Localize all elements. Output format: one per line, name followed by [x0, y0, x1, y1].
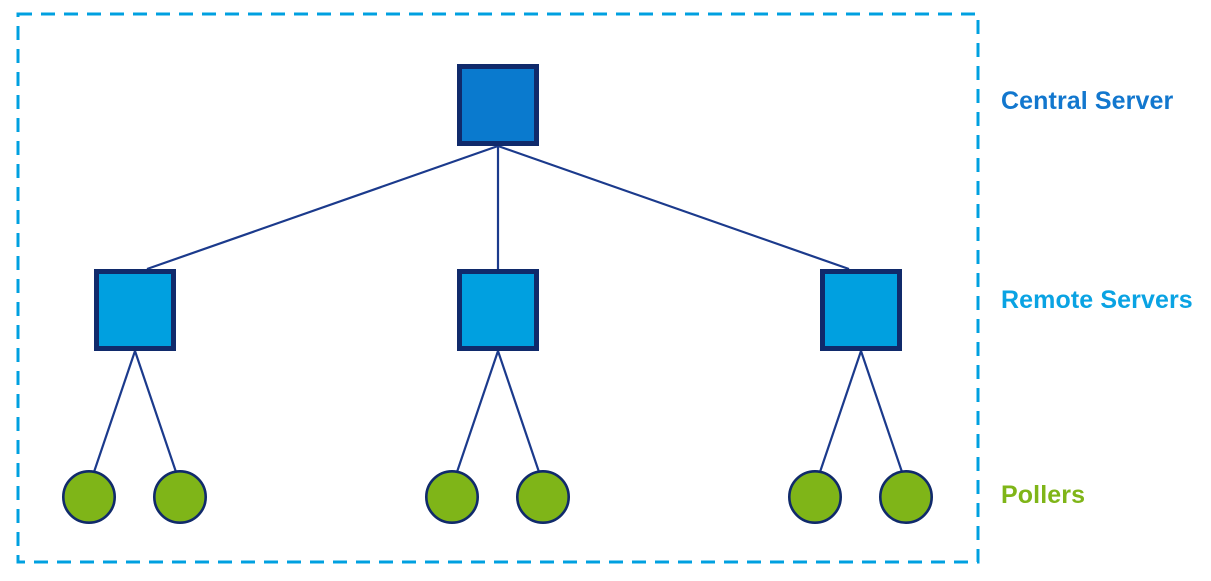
poller-node-1[interactable] [61, 469, 117, 524]
tier-label-remote-servers: Remote Servers [1001, 286, 1193, 314]
tier-central-nodes [457, 64, 539, 146]
connector-central-to-remote-1 [146, 144, 499, 271]
connector-remote-1-to-poller-1 [92, 350, 137, 473]
central-server-node[interactable] [457, 64, 539, 146]
remote-server-node-1[interactable] [94, 269, 176, 351]
remote-server-node-2[interactable] [457, 269, 539, 351]
tier-label-pollers: Pollers [1001, 481, 1086, 509]
connector-remote-2-to-poller-4 [496, 350, 541, 473]
poller-node-2[interactable] [153, 469, 208, 524]
poller-node-4[interactable] [515, 469, 570, 524]
poller-node-3[interactable] [424, 469, 479, 524]
tier-remote-nodes [94, 269, 902, 351]
connector-remote-2-to-poller-3 [455, 350, 500, 473]
poller-node-6[interactable] [878, 469, 933, 524]
remote-server-node-3[interactable] [820, 269, 902, 351]
connector-lines [92, 144, 904, 473]
tier-poller-nodes [61, 469, 933, 524]
connector-central-to-remote-3 [497, 144, 850, 271]
tier-label-central-server: Central Server [1001, 87, 1174, 115]
poller-node-5[interactable] [787, 469, 842, 524]
connector-remote-3-to-poller-5 [818, 350, 863, 473]
connector-remote-1-to-poller-2 [133, 350, 178, 473]
deployment-boundary [16, 12, 980, 564]
connector-remote-3-to-poller-6 [859, 350, 904, 473]
